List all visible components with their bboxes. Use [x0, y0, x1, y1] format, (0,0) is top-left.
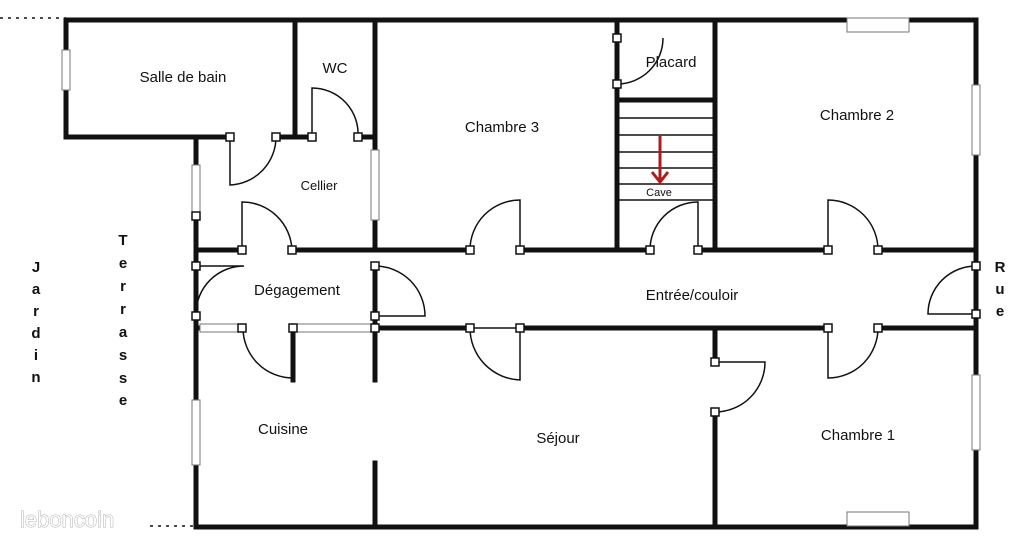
room-label-entree: Entrée/couloir	[646, 287, 739, 304]
window-terrasse-upper	[191, 164, 201, 216]
room-label-wc: WC	[323, 60, 348, 77]
room-label-degagement: Dégagement	[254, 282, 341, 299]
cave-arrow-head	[650, 171, 670, 185]
window-cuisine-top-left	[199, 323, 243, 333]
dashed-edge-lines	[0, 17, 195, 527]
staircase	[614, 97, 718, 201]
terrasse-letter: s	[119, 370, 127, 387]
terrasse-letter: r	[120, 301, 126, 318]
label-rue: R u e	[995, 259, 1006, 320]
terrasse-letter: s	[119, 347, 127, 364]
room-label-chambre3: Chambre 3	[465, 119, 539, 136]
window-cuisine-top-right	[296, 323, 372, 333]
terrasse-letter: e	[119, 255, 127, 272]
window-chambre2-top	[846, 17, 910, 33]
jardin-letter: i	[34, 347, 38, 364]
terrasse-letter: e	[119, 392, 127, 409]
window-salle-de-bain	[61, 49, 71, 91]
interior-walls	[193, 17, 979, 530]
rue-letter: u	[995, 281, 1004, 298]
jardin-letter: r	[33, 303, 39, 320]
window-chambre2	[971, 84, 981, 156]
jardin-letter: J	[32, 259, 40, 276]
jardin-letter: d	[31, 325, 40, 342]
rue-letter: R	[995, 259, 1006, 276]
windows	[61, 17, 981, 527]
terrasse-letter: T	[118, 232, 127, 249]
doors	[195, 37, 977, 413]
room-label-placard: Placard	[646, 54, 697, 71]
room-label-cuisine: Cuisine	[258, 421, 308, 438]
room-label-sejour: Séjour	[536, 430, 579, 447]
exterior-walls	[63, 17, 979, 530]
window-cellier-side	[370, 149, 380, 221]
window-terrasse-lower	[191, 399, 201, 466]
door-hinges	[191, 33, 981, 417]
terrasse-letter: r	[120, 278, 126, 295]
room-label-salle-de-bain: Salle de bain	[140, 69, 227, 86]
watermark-leboncoin: leboncoin	[20, 507, 114, 532]
room-label-chambre1: Chambre 1	[821, 427, 895, 444]
jardin-letter: a	[32, 281, 41, 298]
room-label-chambre2: Chambre 2	[820, 107, 894, 124]
rue-letter: e	[996, 303, 1004, 320]
label-jardin: J a r d i n	[31, 259, 40, 386]
jardin-letter: n	[31, 369, 40, 386]
window-chambre1	[971, 374, 981, 451]
room-label-cave: Cave	[646, 187, 672, 199]
terrasse-letter: a	[119, 324, 128, 341]
window-chambre1-bottom	[846, 511, 910, 527]
label-terrasse: T e r r a s s e	[118, 232, 127, 409]
room-label-cellier: Cellier	[301, 178, 339, 193]
